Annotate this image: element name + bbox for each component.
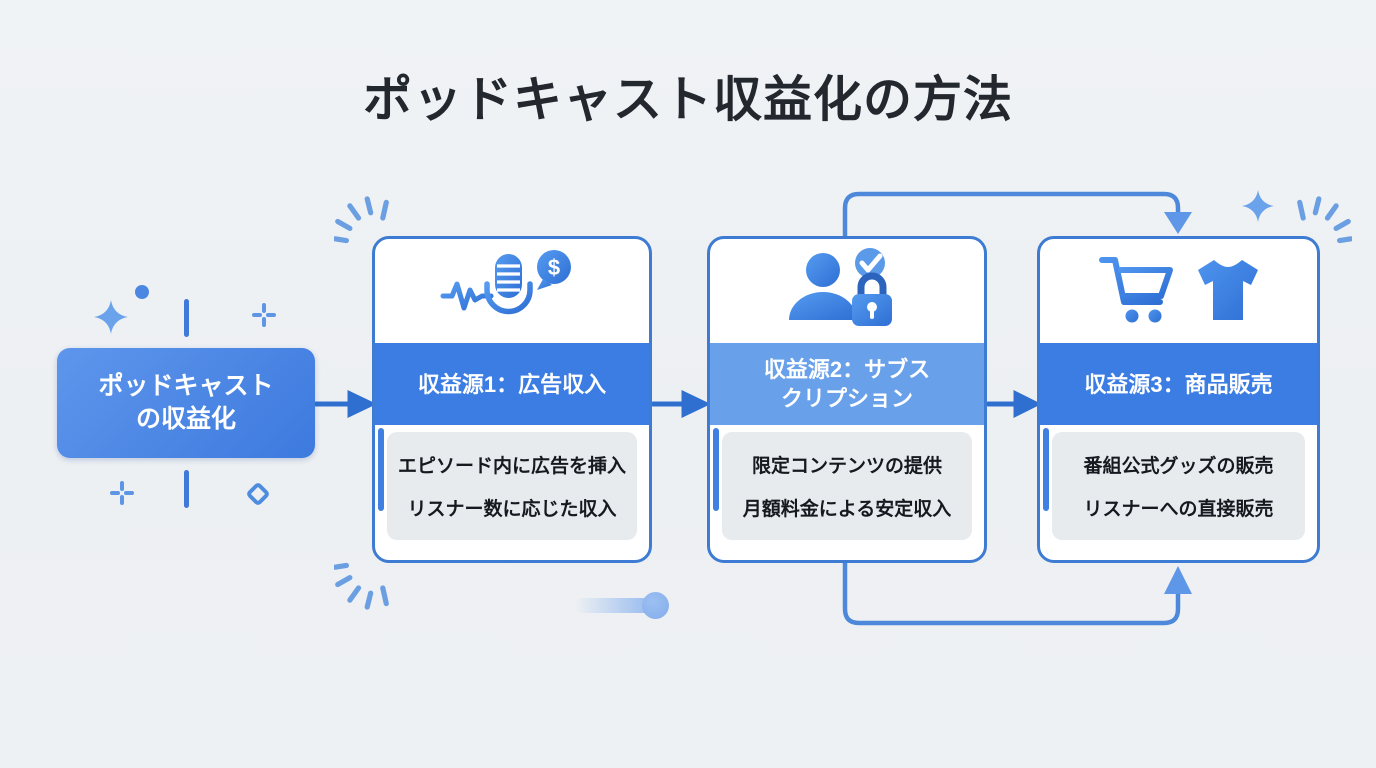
card1-body: エピソード内に広告を挿入 リスナー数に応じた収入 [387,432,637,540]
card2-icon-row [710,239,984,343]
arrowhead-2 [681,390,711,418]
dot-icon [135,285,149,299]
card3-item-1: 番組公式グッズの販売 [1083,456,1274,478]
card1-header-band: 収益源1：広告収入 [375,343,649,425]
card3-accent-bar [1043,428,1049,511]
card3-body: 番組公式グッズの販売 リスナーへの直接販売 [1052,432,1305,540]
card1-header-line1: 収益源1：広告収入 [417,371,607,397]
card2-header-line2: クリプション [780,386,913,411]
arrowhead-3 [1013,389,1042,419]
card3-header-line1: 収益源3：商品販売 [1084,371,1273,397]
plus-sparkle-icon [110,481,134,505]
card2-header-band: 収益源2：サブス クリプション [710,343,984,425]
source-node-label-line1: ポッドキャスト [98,372,274,400]
burst-lines-icon [1297,196,1352,244]
comet-tail [575,598,659,613]
tick-line-icon [184,299,189,337]
burst-lines-icon [334,562,389,610]
cart-tshirt-icon [1098,257,1258,323]
microphone-waveform-dollar-icon: $ [440,250,571,332]
card-ad-revenue: $ 収益源1：広告収入 エピソード内に広告を挿入 リスナー数に応じた収入 [372,236,652,563]
arrowhead-1 [347,390,377,418]
card1-accent-bar [378,428,384,511]
subscriber-check-lock-icon [789,248,892,326]
source-node-label-line2: の収益化 [135,405,236,433]
burst-lines-icon [334,196,389,244]
page-title: ポッドキャスト収益化の方法 [362,73,1013,127]
tick-line-icon [184,470,189,508]
card2-body: 限定コンテンツの提供 月額料金による安定収入 [722,432,972,540]
card2-item-2: 月額料金による安定収入 [742,498,952,520]
card-merchandise: 収益源3：商品販売 番組公式グッズの販売 リスナーへの直接販売 [1037,236,1320,563]
comet-icon [642,592,669,619]
card1-item-2: リスナー数に応じた収入 [407,498,617,520]
svg-text:$: $ [548,255,560,280]
loop-bottom-card2-to-card3 [842,558,1181,626]
card2-header-line1: 収益源2：サブス [763,357,931,382]
card3-header-band: 収益源3：商品販売 [1040,343,1317,425]
diamond-icon [247,483,269,505]
card2-accent-bar [713,428,719,511]
card2-item-1: 限定コンテンツの提供 [751,456,942,478]
loop-top-card2-to-card3 [842,191,1181,241]
sparkle-star-icon [1242,190,1274,222]
loop-bottom-arrowhead [1164,566,1192,594]
card3-icon-row [1040,239,1317,343]
loop-top-arrowhead [1164,212,1192,234]
card3-item-2: リスナーへの直接販売 [1083,498,1274,520]
card1-item-1: エピソード内に広告を挿入 [397,456,626,478]
card-subscription: 収益源2：サブス クリプション 限定コンテンツの提供 月額料金による安定収入 [707,236,987,563]
sparkle-star-icon [94,300,128,334]
source-node-podcast-monetization: ポッドキャスト の収益化 [57,348,315,458]
plus-sparkle-icon [252,303,276,327]
card1-icon-row: $ [375,239,649,343]
